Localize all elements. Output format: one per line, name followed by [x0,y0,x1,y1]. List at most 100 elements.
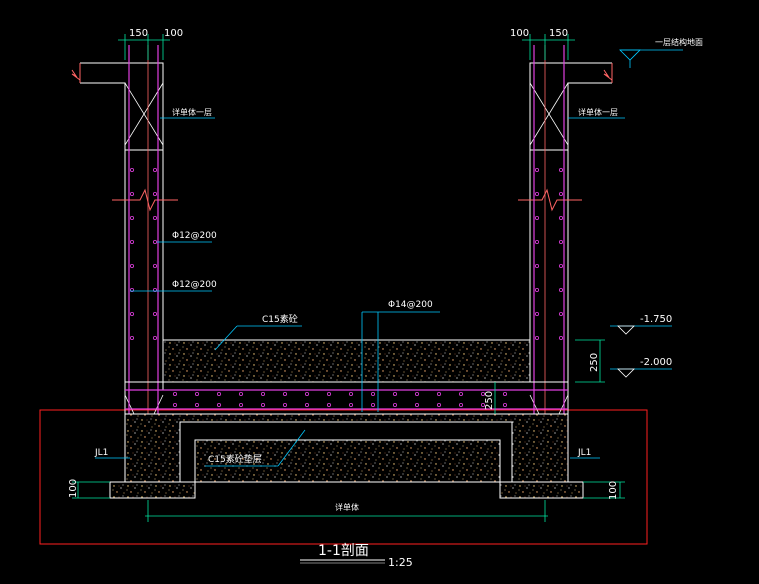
rebar-dot [348,391,353,396]
rebar-dot [535,191,540,196]
wall-rebars [128,45,565,460]
dim-right-100: 100 [510,28,529,39]
rebar-dot [238,391,243,396]
rebar-dot [152,239,157,244]
dim-left-150: 150 [129,28,148,39]
section-title: 1-1剖面 [318,543,369,559]
rebar-dot [535,311,540,316]
rebar-dot [458,391,463,396]
label-floor-ref: 一层结构地面 [655,37,703,47]
level-markers [617,49,641,378]
rebar-dot [436,402,441,407]
rebar-dot [152,335,157,340]
label-rebar-slab: Φ14@200 [388,300,433,310]
leader-lines [95,49,683,467]
concrete-fill [162,339,531,383]
rebar-dot [392,402,397,407]
wall-rebar-dots [129,167,564,340]
rebar-dot [326,391,331,396]
rebar-dot [152,215,157,220]
rebar-dot [480,402,485,407]
rebar-dot [282,391,287,396]
rebar-dot [152,311,157,316]
rebar-dot [304,402,309,407]
rebar-dot [304,391,309,396]
rebar-dot [535,287,540,292]
rebar-dot [559,287,564,292]
level-lower: -2.000 [640,357,672,368]
label-beam-right: JL1 [577,448,591,458]
rebar-dot [260,402,265,407]
rebar-dot [194,402,199,407]
dim-right-150: 150 [549,28,568,39]
rebar-dot [559,263,564,268]
rebar-dot [348,402,353,407]
rebar-dot [260,391,265,396]
cushion-inner [109,421,584,499]
break-lines [112,188,582,212]
left-wall [71,62,164,390]
rebar-dot [129,263,134,268]
rebar-dot [370,391,375,396]
section-scale: 1:25 [388,556,413,569]
rebar-dot [559,239,564,244]
rebar-dot [129,239,134,244]
rebar-dot [502,402,507,407]
rebar-dot [216,391,221,396]
rebar-dot [129,287,134,292]
rebar-dot [535,215,540,220]
rebar-dot [535,335,540,340]
rebar-dot [392,391,397,396]
rebar-dot [414,391,419,396]
rebar-dot [480,391,485,396]
wall-rebar-ticks [147,45,546,460]
rebar-dot [535,167,540,172]
label-cushion: C15素砼垫层 [208,453,262,465]
label-fill: C15素砼 [262,313,298,325]
rebar-dot [172,391,177,396]
dim-step-250: 250 [589,353,600,372]
rebar-dot [152,167,157,172]
label-span: 详单体 [335,502,359,512]
slab-rebar-dots [172,391,507,407]
rebar-dot [436,391,441,396]
label-rebar-a: Φ12@200 [172,231,217,241]
base-slab [124,381,569,415]
rebar-dot [370,402,375,407]
rebar-dot [194,391,199,396]
rebar-dot [559,167,564,172]
rebar-dot [502,391,507,396]
dimension-lines [72,34,625,522]
dim-right-bottom-100: 100 [608,481,619,500]
rebar-dot [129,311,134,316]
rebar-dot [152,191,157,196]
dim-left-bottom-100: 100 [68,479,79,498]
rebar-dot [129,335,134,340]
rebar-dot [216,402,221,407]
rebar-dot [559,191,564,196]
label-beam-left: JL1 [94,448,108,458]
rebar-dot [559,215,564,220]
rebar-dot [282,402,287,407]
rebar-dot [152,287,157,292]
dim-left-100: 100 [164,28,183,39]
rebar-dot [129,215,134,220]
label-wall-left: 详单体一层 [172,107,212,117]
rebar-dot [238,402,243,407]
label-wall-right: 详单体一层 [578,107,618,117]
dim-slab-250: 250 [484,391,495,410]
rebar-dot [535,239,540,244]
rebar-dot [535,263,540,268]
rebar-dot [559,335,564,340]
rebar-dot [559,311,564,316]
rebar-dot [458,402,463,407]
level-upper: -1.750 [640,314,672,325]
rebar-dot [414,402,419,407]
label-rebar-b: Φ12@200 [172,280,217,290]
rebar-dot [129,167,134,172]
rebar-dot [152,263,157,268]
rebar-dot [129,191,134,196]
rebar-dot [172,402,177,407]
rebar-dot [326,402,331,407]
